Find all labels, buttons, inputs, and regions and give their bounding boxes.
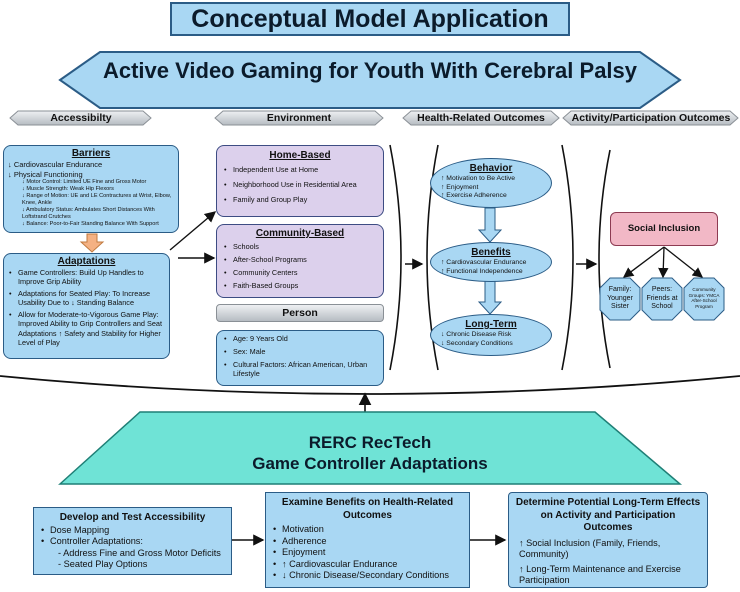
header-accessibility: Accessibilty	[50, 112, 112, 124]
arrow-benefits-to-longterm	[477, 279, 503, 315]
examine-cardio: ↑ Cardiovascular Endurance	[272, 559, 463, 571]
social-group-family: Family: Younger Sister	[607, 286, 633, 310]
barriers-box: Barriers ↓ Cardiovascular Endurance ↓ Ph…	[3, 145, 179, 233]
adaptations-heading: Adaptations	[57, 256, 116, 267]
determine-social-inclusion: ↑ Social Inclusion (Family, Friends, Com…	[519, 537, 661, 560]
banner-title: Active Video Gaming for Youth With Cereb…	[102, 58, 638, 83]
rerc-shape	[58, 411, 683, 485]
rerc-line1: RERC RecTech	[308, 433, 432, 452]
header-health-outcomes: Health-Related Outcomes	[417, 112, 545, 124]
adaptation-vigorous-play: Allow for Moderate-to-Vigorous Game Play…	[8, 310, 165, 346]
develop-controller-adaptations: Controller Adaptations:	[40, 536, 225, 548]
develop-box: Develop and Test Accessibility Dose Mapp…	[33, 507, 232, 575]
arrow-barriers-to-adaptations	[79, 233, 105, 253]
examine-box: Examine Benefits on Health-Related Outco…	[265, 492, 470, 588]
community-item-after-school: After-School Programs	[223, 255, 377, 264]
behavior-motivation: ↑ Motivation to Be Active	[441, 175, 516, 182]
arrow-si-peers	[658, 246, 669, 279]
rerc-line2: Game Controller Adaptations	[252, 454, 488, 473]
home-item-family-play: Family and Group Play	[223, 195, 377, 204]
barrier-muscle-strength: ↓ Muscle Strength: Weak Hip Flexors	[22, 186, 114, 192]
community-item-schools: Schools	[223, 242, 377, 251]
develop-sub-motor: - Address Fine and Gross Motor Deficits	[58, 547, 221, 558]
arrow-si-community	[663, 246, 704, 278]
behavior-box: Behavior ↑ Motivation to Be Active ↑ Enj…	[430, 158, 552, 208]
determine-title: Determine Potential Long-Term Effects on…	[515, 497, 701, 533]
benefits-heading: Benefits	[471, 247, 511, 258]
barrier-balance: ↓ Balance: Poor-to-Fair Standing Balance…	[22, 221, 159, 227]
develop-sub-seated: - Seated Play Options	[58, 559, 148, 569]
banner-shape	[58, 51, 682, 109]
long-term-box: Long-Term ↓ Chronic Disease Risk ↓ Secon…	[430, 314, 552, 356]
paren-left-activity	[598, 149, 611, 369]
adaptation-seated-play: Adaptations for Seated Play: To Increase…	[8, 289, 165, 307]
person-sex: Sex: Male	[223, 347, 377, 356]
examine-adherence: Adherence	[272, 536, 463, 548]
paren-left-environment	[389, 144, 402, 371]
barrier-motor-control: ↓ Motor Control: Limited UE Fine and Gro…	[22, 179, 147, 185]
home-item-independent: Independent Use at Home	[223, 165, 377, 174]
arrow-si-family	[622, 246, 665, 278]
home-item-neighborhood: Neighborhood Use in Residential Area	[223, 180, 377, 189]
benefits-box: Benefits ↑ Cardiovascular Endurance ↑ Fu…	[430, 242, 552, 282]
person-age: Age: 9 Years Old	[223, 334, 377, 343]
community-item-centers: Community Centers	[223, 268, 377, 277]
arrow-behavior-to-benefits	[477, 207, 503, 243]
benefits-functional: ↑ Functional Independence	[441, 267, 523, 275]
header-shape-accessibility	[9, 110, 152, 126]
behavior-heading: Behavior	[469, 163, 513, 174]
determine-box: Determine Potential Long-Term Effects on…	[508, 492, 708, 588]
social-inclusion-box: Social Inclusion	[610, 212, 718, 246]
header-shape-health	[402, 110, 560, 126]
header-shape-activity	[562, 110, 739, 126]
header-shape-environment	[214, 110, 384, 126]
rerc-title: RERC RecTech Game Controller Adaptations	[180, 432, 560, 474]
community-based-heading: Community-Based	[255, 228, 345, 239]
octagon-peers	[641, 277, 683, 321]
long-term-chronic: ↓ Chronic Disease Risk	[441, 331, 512, 338]
barrier-range-of-motion: ↓ Range of Motion: UE and LE Contracture…	[22, 193, 172, 206]
barrier-ambulatory-status: ↓ Ambulatory Status: Ambulates Short Dis…	[22, 207, 155, 220]
person-heading: Person	[216, 304, 384, 322]
examine-title: Examine Benefits on Health-Related Outco…	[281, 497, 454, 521]
barriers-heading: Barriers	[71, 148, 111, 159]
adaptation-game-controllers: Game Controllers: Build Up Handles to Im…	[8, 268, 165, 286]
octagon-family	[599, 277, 641, 321]
behavior-adherence: ↑ Exercise Adherence	[441, 192, 507, 199]
adaptations-box: Adaptations Game Controllers: Build Up H…	[3, 253, 170, 359]
octagon-community	[683, 277, 725, 321]
examine-enjoyment: Enjoyment	[272, 547, 463, 559]
long-term-secondary: ↓ Secondary Conditions	[441, 339, 513, 347]
community-based-box: Community-Based Schools After-School Pro…	[216, 224, 384, 298]
examine-chronic: ↓ Chronic Disease/Secondary Conditions	[272, 570, 463, 582]
barriers-line-cardio: ↓ Cardiovascular Endurance	[8, 160, 103, 169]
header-activity-outcomes: Activity/Participation Outcomes	[571, 112, 731, 124]
determine-long-term: ↑ Long-Term Maintenance and Exercise Par…	[519, 563, 681, 586]
develop-title: Develop and Test Accessibility	[59, 512, 206, 523]
barriers-line-physical: ↓ Physical Functioning	[8, 169, 83, 179]
person-box: Age: 9 Years Old Sex: Male Cultural Fact…	[216, 330, 384, 386]
develop-dose-mapping: Dose Mapping	[40, 525, 225, 537]
social-group-community: Community Groups: YMCA After-School Prog…	[688, 287, 720, 309]
arrow-adapt-to-home	[169, 211, 217, 251]
social-group-peers: Peers: Friends at School	[646, 286, 678, 310]
examine-motivation: Motivation	[272, 524, 463, 536]
person-cultural-factors: Cultural Factors: African American, Urba…	[223, 360, 377, 378]
paren-right-health-close	[561, 144, 574, 371]
home-based-heading: Home-Based	[269, 150, 331, 161]
header-environment: Environment	[266, 112, 332, 124]
long-term-heading: Long-Term	[465, 319, 517, 330]
home-based-box: Home-Based Independent Use at Home Neigh…	[216, 145, 384, 217]
behavior-enjoyment: ↑ Enjoyment	[441, 183, 479, 191]
benefits-cardio: ↑ Cardiovascular Endurance	[441, 259, 527, 266]
page-title: Conceptual Model Application	[170, 2, 570, 36]
community-item-faith: Faith-Based Groups	[223, 281, 377, 290]
